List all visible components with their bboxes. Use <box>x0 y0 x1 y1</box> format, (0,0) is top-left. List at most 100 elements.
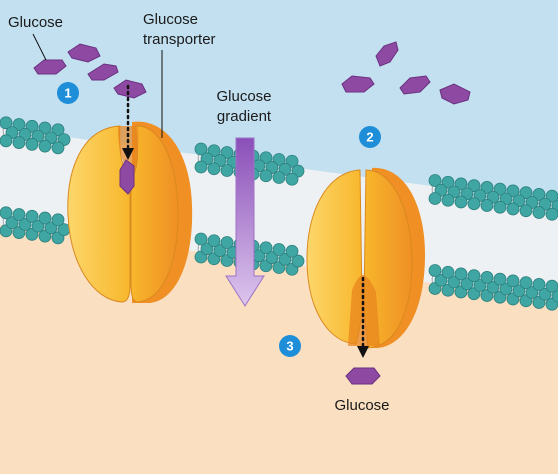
glucose-molecule-icon <box>67 43 101 63</box>
step-badge-icon <box>279 335 301 357</box>
lipid-head <box>441 175 455 189</box>
lipid-head <box>194 232 208 246</box>
lipid-head <box>207 144 221 158</box>
glucose-molecule-icon <box>33 59 67 75</box>
step-number-2: 2 <box>366 130 373 145</box>
lipid-head <box>538 287 552 301</box>
glucose-molecule-icon <box>87 63 119 81</box>
lipid-head <box>434 273 448 287</box>
lipid-head <box>532 188 546 201</box>
lipid-head <box>200 242 214 256</box>
lipid-head <box>545 207 558 221</box>
lipid-head <box>480 199 494 212</box>
lipid-head <box>272 153 286 166</box>
lipid-head <box>51 141 65 155</box>
lipid-head <box>25 137 39 151</box>
lipid-head <box>265 251 279 264</box>
arrowhead-icon <box>357 346 369 358</box>
glucose-molecule-icon <box>345 367 381 385</box>
lipid-head <box>480 271 494 284</box>
lipid-head <box>428 264 442 277</box>
lipid-head <box>506 274 520 288</box>
lipid-head <box>532 278 546 291</box>
step-number-1: 1 <box>64 86 71 101</box>
lipid-head <box>460 277 474 291</box>
lipid-head <box>512 284 526 298</box>
step-badge-1: 1 <box>57 82 79 104</box>
glucose-molecule-icon <box>439 83 471 105</box>
glucose-molecule-icon <box>341 75 375 93</box>
lipid-head <box>194 142 208 156</box>
step-badge-icon <box>57 82 79 104</box>
lipid-head <box>532 206 546 219</box>
lipid-head <box>493 272 507 286</box>
lipid-head <box>285 244 299 258</box>
lipid-head <box>272 171 286 184</box>
lipid-head <box>454 267 468 281</box>
lipid-head <box>519 204 533 218</box>
lipid-head <box>428 174 442 187</box>
lipid-head <box>51 123 65 137</box>
lipid-head <box>519 186 533 200</box>
lipid-head <box>25 119 39 133</box>
glucose-transporter-left <box>67 121 193 304</box>
lipid-head <box>12 208 26 221</box>
lipid-head <box>38 139 52 153</box>
lipid-head <box>12 136 26 149</box>
transporter-label-line2: transporter <box>143 31 216 48</box>
lipid-head <box>545 189 558 203</box>
lipid-head <box>506 202 520 216</box>
glucose-molecules <box>33 41 471 385</box>
lipid-head <box>467 269 481 283</box>
lipid-head <box>447 275 461 289</box>
glucose-gradient-arrow <box>225 137 265 307</box>
lipid-head <box>0 134 13 148</box>
lipid-head <box>493 200 507 214</box>
step-number-3: 3 <box>286 339 293 354</box>
transport-paths <box>122 84 369 358</box>
lipid-head <box>207 162 221 176</box>
lipid-head <box>220 236 234 249</box>
transporter-label-line1: Glucose <box>143 11 198 28</box>
lipid-head <box>467 179 481 193</box>
lipid-head <box>525 286 539 299</box>
lipid-head <box>44 221 58 235</box>
lipid-head <box>473 279 487 292</box>
arrowhead-icon <box>122 148 134 160</box>
lipid-head <box>285 172 299 186</box>
leader-lines <box>32 33 163 138</box>
glucose-label-top: Glucose <box>8 14 63 31</box>
lipid-head <box>220 164 234 177</box>
lipid-head <box>493 182 507 196</box>
lipid-head <box>220 146 234 159</box>
lipid-head <box>31 219 45 233</box>
glucose-molecule-icon <box>119 159 135 195</box>
lipid-head <box>5 216 19 230</box>
lipid-head <box>278 252 292 266</box>
lipid-head <box>259 151 273 165</box>
lipid-head <box>0 116 13 130</box>
lipid-head <box>12 118 26 131</box>
lipid-head <box>551 289 558 303</box>
lipid-head <box>18 217 32 231</box>
lipid-head <box>454 177 468 191</box>
lipid-head <box>25 209 39 223</box>
lipid-head <box>441 265 455 279</box>
lipid-head <box>213 244 227 257</box>
glucose-molecule-icon <box>399 75 431 95</box>
gradient-label-line1: Glucose <box>216 88 271 105</box>
lipid-head <box>272 243 286 256</box>
lipid-head <box>428 192 442 205</box>
lipid-head <box>0 206 13 220</box>
lipid-head <box>259 169 273 183</box>
glucose-label-bottom: Glucose <box>334 397 389 414</box>
lipid-head <box>486 280 500 294</box>
lipid-head <box>38 211 52 225</box>
step-badge-3: 3 <box>279 335 301 357</box>
lipid-head <box>38 121 52 135</box>
lipid-head <box>499 282 513 296</box>
lipid-head <box>285 154 299 168</box>
lipid-head <box>259 241 273 255</box>
gradient-label-line2: gradient <box>217 108 272 125</box>
lipid-head <box>51 213 65 227</box>
